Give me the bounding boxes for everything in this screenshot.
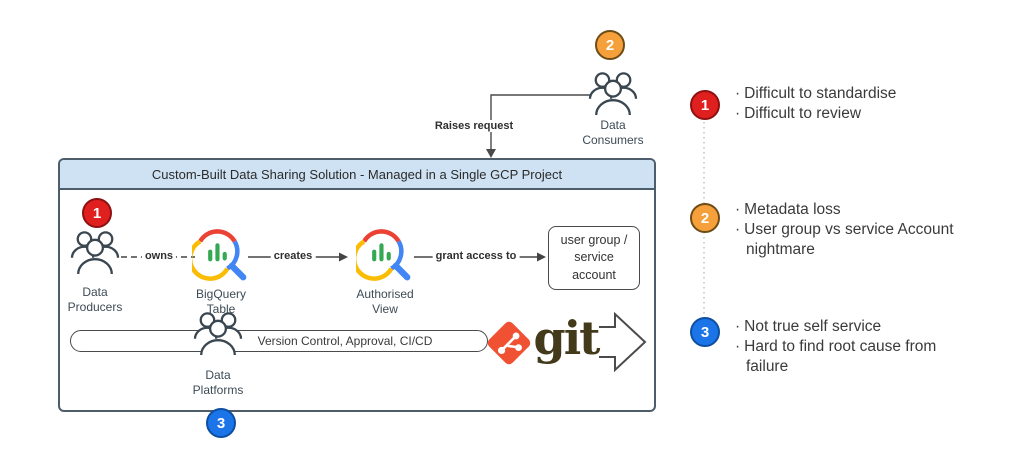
issue-2-bullet-1: ·Metadata loss <box>735 201 841 218</box>
issue-1-number: 1 <box>700 96 710 114</box>
bullet-dot: · <box>735 105 741 122</box>
raises-request-arrowhead <box>486 149 496 158</box>
producers-badge: 1 <box>82 198 112 228</box>
bigquery-table-icon <box>192 226 250 284</box>
user-group-service-account-box: user group / service account <box>548 226 640 290</box>
issue-1-badge: 1 <box>690 90 720 120</box>
platforms-badge: 3 <box>206 408 236 438</box>
consumers-badge-number: 2 <box>605 36 615 54</box>
raises-request-label: Raises request <box>431 120 517 132</box>
issue-3-bullet-1: ·Not true self service <box>735 318 882 335</box>
data-consumers-label: Data Consumers <box>582 118 644 148</box>
issue-1-bullet-1: ·Difficult to standardise <box>735 85 897 102</box>
issue-3-bullet-2: ·Hard to find root cause from failure <box>735 338 937 375</box>
bullet-dot: · <box>735 85 741 102</box>
producers-badge-number: 1 <box>92 204 102 222</box>
issue-2-number: 2 <box>700 209 710 227</box>
issue-3-number: 3 <box>700 323 710 341</box>
bullet-dot: · <box>735 221 741 238</box>
issue-1-bullet-2: ·Difficult to review <box>735 105 862 122</box>
data-platforms-label: Data Platforms <box>192 368 244 398</box>
bigquery-table-label: BigQuery Table <box>195 287 247 317</box>
bullet-dot: · <box>735 201 741 218</box>
issue-2-bullets: ·Metadata loss ·User group vs service Ac… <box>735 200 957 260</box>
issue-1-bullets: ·Difficult to standardise ·Difficult to … <box>735 84 957 124</box>
consumers-badge: 2 <box>595 30 625 60</box>
authorised-view-label: Authorised View <box>356 287 414 317</box>
bullet-dot: · <box>735 318 741 335</box>
issue-2-bullet-2: ·User group vs service Account nightmare <box>735 221 954 258</box>
bullet-dot: · <box>735 338 741 355</box>
authorised-view-icon <box>356 226 414 284</box>
owns-label: owns <box>141 250 177 262</box>
issue-3-badge: 3 <box>690 317 720 347</box>
data-producers-icon <box>70 229 120 275</box>
git-wordmark: git <box>533 308 600 368</box>
data-consumers-icon <box>588 70 638 116</box>
container-title: Custom-Built Data Sharing Solution - Man… <box>151 166 563 182</box>
grant-access-label: grant access to <box>432 250 520 262</box>
data-producers-label: Data Producers <box>67 285 123 315</box>
creates-label: creates <box>270 250 316 262</box>
pipeline-label: Version Control, Approval, CI/CD <box>257 334 433 348</box>
issue-2-badge: 2 <box>690 203 720 233</box>
issue-3-bullets: ·Not true self service ·Hard to find roo… <box>735 317 957 377</box>
pipeline-arrow-body <box>70 330 488 352</box>
git-logo-icon <box>487 321 531 365</box>
container-header: Custom-Built Data Sharing Solution - Man… <box>60 160 654 190</box>
platforms-badge-number: 3 <box>216 414 226 432</box>
